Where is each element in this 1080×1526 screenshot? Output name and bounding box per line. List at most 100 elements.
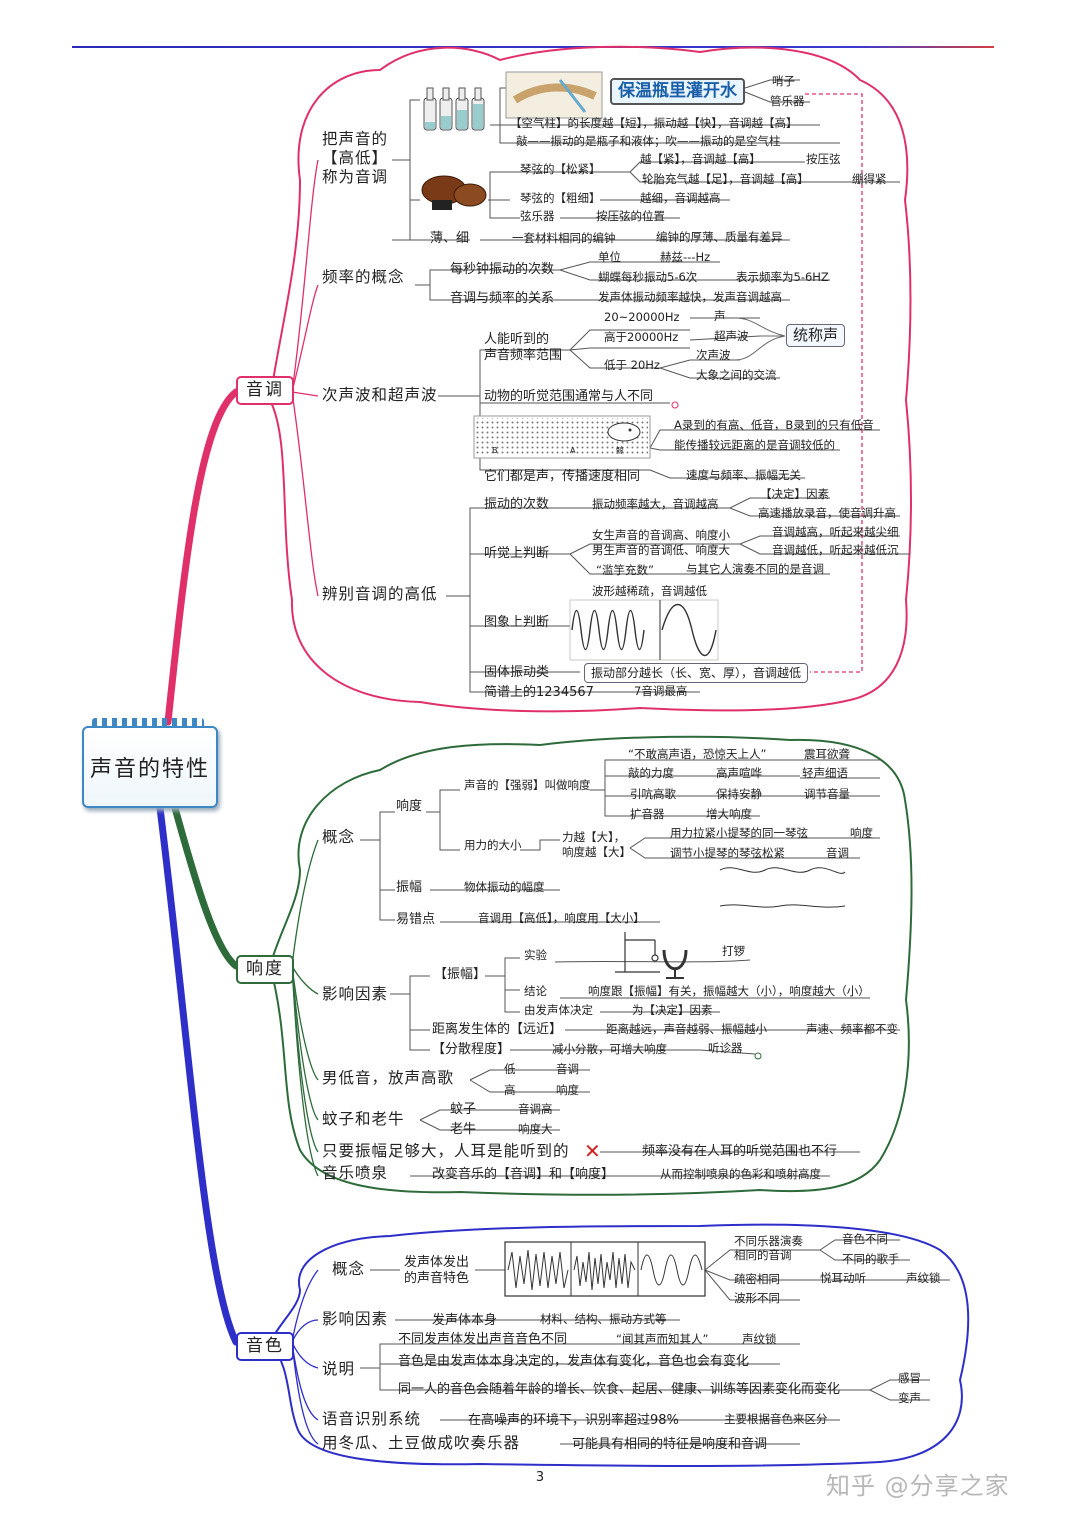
node-score2: 7音调最高 (634, 686, 687, 698)
node-ultra: 超声波 (714, 331, 749, 343)
node-graph: 图象上判断 (484, 616, 549, 629)
node-q3c: 调节音量 (804, 789, 850, 801)
node-q1: “不敢高声语，恐惊天上人” (628, 749, 766, 761)
node-taut: 绷得紧 (852, 174, 887, 186)
node-whistle: 哨子 (772, 76, 795, 88)
node-solid: 固体振动类 (484, 666, 549, 679)
node-loud-factors: 影响因素 (322, 987, 388, 1003)
node-pitch-def-2: 【高低】 (322, 151, 388, 167)
node-hit: 打锣 (722, 946, 745, 958)
node-times: 振动的次数 (484, 498, 549, 511)
node-timbre-notes: 说明 (322, 1362, 355, 1378)
node-src: 由发声体决定 (524, 1005, 593, 1017)
node-low: 音调越低，听起来越低沉 (772, 545, 899, 557)
node-female: 女生声音的音调高、响度小 (592, 530, 730, 542)
root-node[interactable]: 声音的特性 (82, 726, 218, 808)
node-hz: 赫兹---Hz (660, 252, 710, 264)
node-timbre-def2: 的声音特色 (404, 1272, 469, 1285)
node-melon: 用冬瓜、土豆做成吹奏乐器 (322, 1436, 520, 1452)
node-bass-low: 低 (504, 1064, 516, 1076)
section-yindiao[interactable]: 音调 (236, 376, 294, 405)
node-q1b: 震耳欲聋 (804, 749, 850, 761)
node-speech-end: 主要根据音色来区分 (724, 1414, 828, 1426)
section-xiangdu-label: 响度 (246, 959, 284, 979)
node-concl: 结论 (524, 986, 547, 998)
node-mos-cow: 蚊子和老牛 (322, 1112, 405, 1128)
node-dist2: 距离越远，声音越弱、振幅越小 (606, 1024, 767, 1036)
node-thin: 薄、细 (430, 232, 469, 245)
node-solid2: 振动部分越长（长、宽、厚），音调越低 (584, 663, 808, 683)
node-loud-concept: 概念 (322, 830, 355, 846)
node-q2: 敲的力度 (628, 768, 674, 780)
node-speech-mid: 在高噪声的环境下，识别率超过98% (468, 1414, 679, 1427)
node-tight: 琴弦的【松紧】 (520, 164, 601, 176)
node-all-sound: 统称声 (786, 324, 845, 347)
section-xiangdu[interactable]: 响度 (236, 955, 294, 984)
node-bass-tone: 音调 (556, 1064, 579, 1076)
node-tire: 轮胎充气越【足】，音调越【高】 (642, 174, 809, 186)
node-hearable-note: 频率没有在人耳的听觉范围也不行 (642, 1145, 837, 1158)
node-human2: 声音频率范围 (484, 349, 562, 362)
node-force: 用力的大小 (464, 840, 522, 852)
node-bass: 男低音，放声高歌 (322, 1071, 454, 1087)
node-thick: 琴弦的【粗细】 (520, 193, 601, 205)
node-hearable: 只要振幅足够大，人耳是能听到的 (322, 1144, 570, 1160)
node-fake2: 与其它人演奏不同的是音调 (686, 564, 824, 576)
node-q3b: 保持安静 (716, 789, 762, 801)
node-bells2: 编钟的厚薄、质量有差异 (656, 232, 783, 244)
node-print: 声纹锁 (906, 1273, 941, 1285)
cross-icon: ✕ (584, 1141, 601, 1161)
node-aircol: 【空气柱】的长度越【短】，振动越【快】，音调越【高】 (510, 118, 798, 130)
node-ab: A录到的有高、低音，B录到的只有低音 (674, 420, 874, 432)
node-exp: 实验 (524, 950, 547, 962)
node-score: 简谱上的1234567 (484, 686, 594, 699)
node-q2c: 轻声细语 (802, 768, 848, 780)
node-timbre-b: 音色是由发声体本身决定的，发声体有变化，音色也会有变化 (398, 1355, 749, 1368)
node-rel: 音调与频率的关系 (450, 292, 554, 305)
node-sparse: 疏密相同 (734, 1274, 780, 1286)
node-butterfly: 蝴蝶每秒振动5-6次 (598, 272, 697, 284)
node-ear: 悦耳动听 (820, 1273, 866, 1285)
node-dist3: 声速、频率都不变 (806, 1024, 898, 1036)
section-yinse[interactable]: 音色 (236, 1332, 294, 1361)
pic-label-whale: 鲸 (616, 447, 624, 455)
node-f3b: 响度 (850, 828, 873, 840)
node-elephant: 大象之间的交流 (696, 370, 777, 382)
node-male: 男生声音的音调低、响度大 (592, 545, 730, 557)
node-fountain: 音乐喷泉 (322, 1166, 388, 1182)
node-infra: 次声波 (696, 350, 731, 362)
node-amp2: 物体振动的幅度 (464, 882, 545, 894)
node-string: 弦乐器 (520, 211, 555, 223)
node-pitch-def-1: 把声音的 (322, 132, 388, 148)
node-far: 能传播较远距离的是音调较低的 (674, 440, 835, 452)
node-timbre-factors: 影响因素 (322, 1312, 388, 1328)
node-timbre-diff: 音色不同 (842, 1234, 888, 1246)
node-timbre-a3: 声纹锁 (742, 1334, 777, 1346)
node-singer: 不同的歌手 (842, 1254, 900, 1266)
watermark: 知乎 @分享之家 (826, 1466, 1010, 1501)
node-thermos: 保温瓶里灌开水 (610, 78, 745, 105)
node-distinguish: 辨别音调的高低 (322, 587, 438, 603)
node-range3: 低于 20Hz (604, 360, 660, 372)
node-dense: 波形越稀疏，音调越低 (592, 586, 707, 598)
node-range1: 20~20000Hz (604, 312, 680, 324)
node-wave: 波形不同 (734, 1293, 780, 1305)
node-hear: 听觉上判断 (484, 547, 549, 560)
node-f3: 用力拉紧小提琴的同一琴弦 (670, 828, 808, 840)
node-dist: 距离发生体的【远近】 (432, 1023, 562, 1036)
node-timbre-a2: “闻其声而知其人” (616, 1334, 708, 1346)
node-bass-loud: 响度 (556, 1085, 579, 1097)
node-bells: 一套材料相同的编钟 (512, 233, 616, 245)
trunk-xiangdu (175, 808, 236, 966)
node-strpos: 按压弦的位置 (596, 211, 665, 223)
node-fountain-end: 从而控制喷泉的色彩和喷射高度 (660, 1169, 821, 1181)
node-f4: 调节小提琴的琴弦松紧 (670, 848, 785, 860)
node-unit: 单位 (598, 252, 621, 264)
node-q4: 扩音器 (630, 809, 665, 821)
node-force2a: 力越【大】， (562, 832, 625, 844)
root-title: 声音的特性 (90, 751, 210, 783)
node-spread2: 减小分散，可增大响度 (552, 1044, 667, 1056)
node-sound: 声 (714, 311, 726, 323)
node-times2: 振动频率越大，音调越高 (592, 499, 719, 511)
node-timbre-def1: 发声体发出 (404, 1256, 469, 1269)
